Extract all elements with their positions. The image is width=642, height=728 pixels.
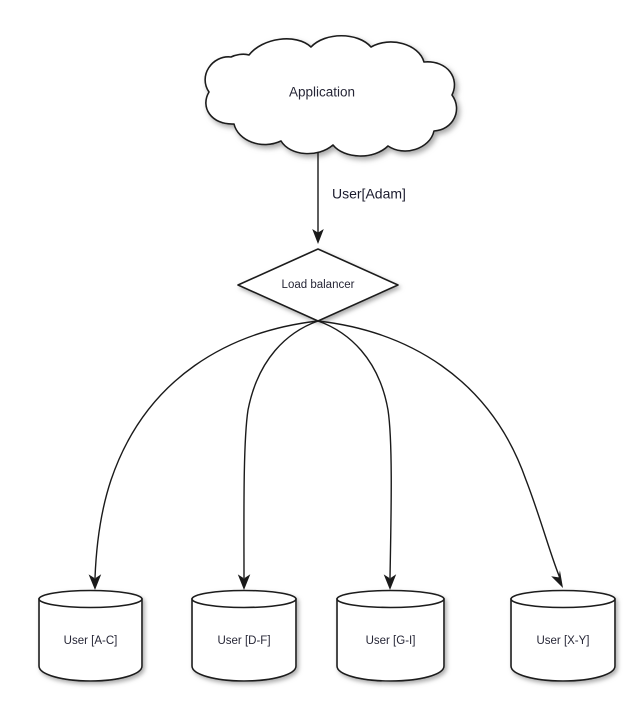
shard-edge-2-path [243,320,319,579]
edge-loadbalancer-to-shard-3 [317,320,397,590]
edge-loadbalancer-to-shard-2 [237,320,319,590]
edge-loadbalancer-to-shard-4 [317,320,563,588]
shard-edge-1-path [94,320,319,579]
shard-4-cylinder-top [510,589,616,609]
node-application[interactable]: Application [204,35,458,157]
shard-4-cylinder-body [510,598,616,682]
shard-1-cylinder-top [38,589,143,609]
node-shard-4[interactable]: User [X-Y] [510,589,616,682]
shard-edge-1-arrowhead [88,574,102,590]
shard-2-label: User [D-F] [217,635,270,647]
shard-edge-2-arrowhead [237,574,251,590]
load-balancer-label: Load balancer [282,279,355,291]
shard-1-cylinder-body [38,598,143,682]
edge-application-to-loadbalancer: User[Adam] [312,152,406,244]
shard-3-cylinder-body [336,598,445,682]
shard-1-label: User [A-C] [64,635,118,647]
edge-loadbalancer-to-shard-1 [88,320,319,590]
node-shard-2[interactable]: User [D-F] [191,589,297,682]
shard-edge-4-path [317,320,561,579]
main-edge-label: User[Adam] [332,186,406,202]
shard-3-label: User [G-I] [366,635,416,647]
shard-2-cylinder-top [191,589,297,609]
shard-2-cylinder-body [191,598,297,682]
node-shard-1[interactable]: User [A-C] [38,589,143,682]
shard-4-label: User [X-Y] [536,635,589,647]
node-load-balancer[interactable]: Load balancer [237,248,399,322]
main-edge-arrowhead [312,229,324,244]
shard-3-cylinder-top [336,589,445,609]
shard-edge-3-path [317,320,392,579]
node-shard-3[interactable]: User [G-I] [336,589,445,682]
application-label: Application [289,85,355,100]
shard-edge-3-arrowhead [383,574,397,590]
shard-edge-4-arrowhead [551,570,563,588]
